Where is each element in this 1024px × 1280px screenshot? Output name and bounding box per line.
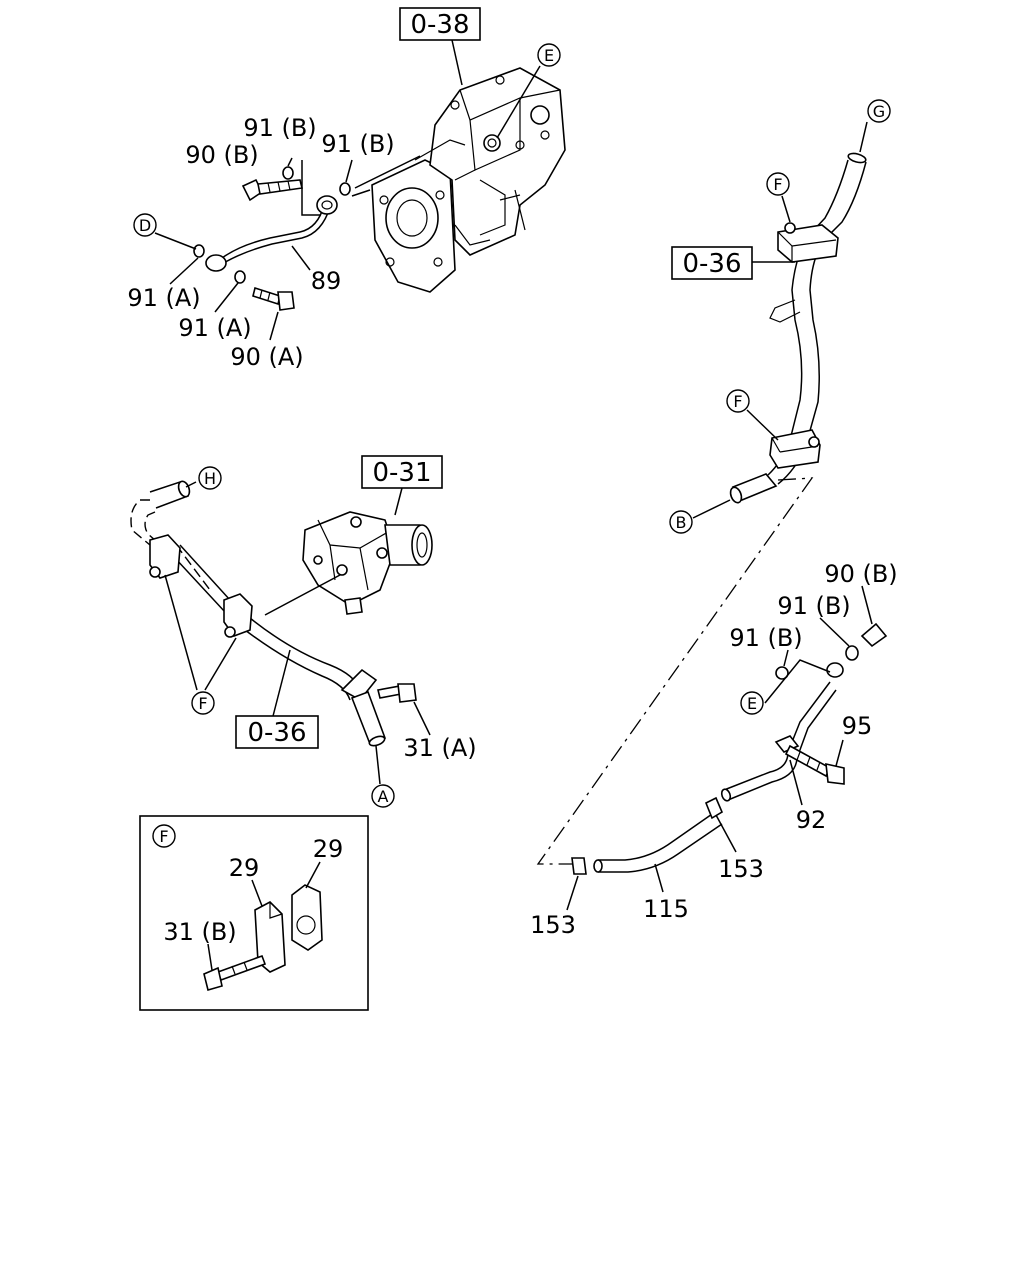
washer-91b-4 [775,666,789,680]
callout-f-mid: F [726,389,750,413]
clamp-left-2 [223,593,253,638]
label-91b-1: 91 (B) [243,114,316,142]
clamp-left-1 [149,534,181,579]
bolt-90b-top [241,178,303,202]
label-90a: 90 (A) [230,343,303,371]
hose-assembly [566,585,888,911]
svg-text:D: D [139,216,151,235]
callout-f-detail: F [152,824,176,848]
ref-box-036-right-text: 0-36 [682,249,741,279]
washer-91a-1 [193,244,205,258]
ref-box-031-text: 0-31 [372,458,431,488]
bolt-90b-right [860,622,888,648]
callout-a: A [371,784,395,808]
clamp-half-right [291,884,323,951]
thermostat-housing [302,487,433,615]
label-89: 89 [311,267,342,295]
washer-91b-1 [282,166,294,180]
ref-box-036-right[interactable]: 0-36 [671,246,753,280]
svg-text:H: H [204,469,216,488]
svg-text:F: F [773,175,782,194]
svg-text:E: E [544,46,554,65]
label-91b-3: 91 (B) [777,592,850,620]
clamp-bottom [769,429,821,469]
label-29-right: 29 [313,835,344,863]
label-91b-4: 91 (B) [729,624,802,652]
fitting-upper [316,195,338,215]
bolt-31a [377,683,417,703]
callout-g: G [867,99,891,123]
pipe-h-to-a [130,480,431,785]
svg-text:F: F [733,392,742,411]
callout-h: H [198,466,222,490]
clamp-top [777,222,839,263]
svg-text:G: G [873,102,885,121]
label-95: 95 [842,712,873,740]
bolt-90a [252,286,295,311]
bolt-95 [784,744,845,785]
pipe-89 [154,155,421,341]
label-29-left: 29 [229,854,260,882]
pipe-g-to-b [692,121,868,519]
ref-box-036-left-text: 0-36 [247,718,306,748]
label-31b: 31 (B) [163,918,236,946]
label-90b-1: 90 (B) [185,141,258,169]
fitting-153-right [704,796,724,820]
callout-f-top: F [766,172,790,196]
callout-d: D [133,213,157,237]
washer-91b-2 [339,182,351,196]
label-91b-2: 91 (B) [321,130,394,158]
bolt-31b [203,954,267,991]
label-92: 92 [796,806,827,834]
callout-b: B [669,510,693,534]
fitting-153-left [571,857,587,875]
callout-e-right: E [740,691,764,715]
label-153-left: 153 [530,911,576,939]
ref-box-038-text: 0-38 [410,10,469,40]
ref-box-036-left[interactable]: 0-36 [235,715,319,749]
svg-text:A: A [378,787,389,806]
callout-e-top: E [537,43,561,67]
ref-box-031[interactable]: 0-31 [361,455,443,489]
svg-text:F: F [159,827,168,846]
label-91a-1: 91 (A) [127,284,200,312]
label-31a: 31 (A) [403,734,476,762]
air-compressor [371,39,566,293]
washer-91a-2 [234,270,246,284]
connection-line [536,477,814,865]
svg-text:E: E [747,694,757,713]
label-115: 115 [643,895,689,923]
label-153-right: 153 [718,855,764,883]
detail-f-box [139,815,369,1011]
svg-text:F: F [198,694,207,713]
fitting-lower [205,254,227,272]
callout-f-left: F [191,691,215,715]
label-91a-2: 91 (A) [178,314,251,342]
washer-91b-3 [845,645,859,661]
svg-text:B: B [676,513,687,532]
label-90b-2: 90 (B) [824,560,897,588]
ref-box-038[interactable]: 0-38 [399,7,481,41]
